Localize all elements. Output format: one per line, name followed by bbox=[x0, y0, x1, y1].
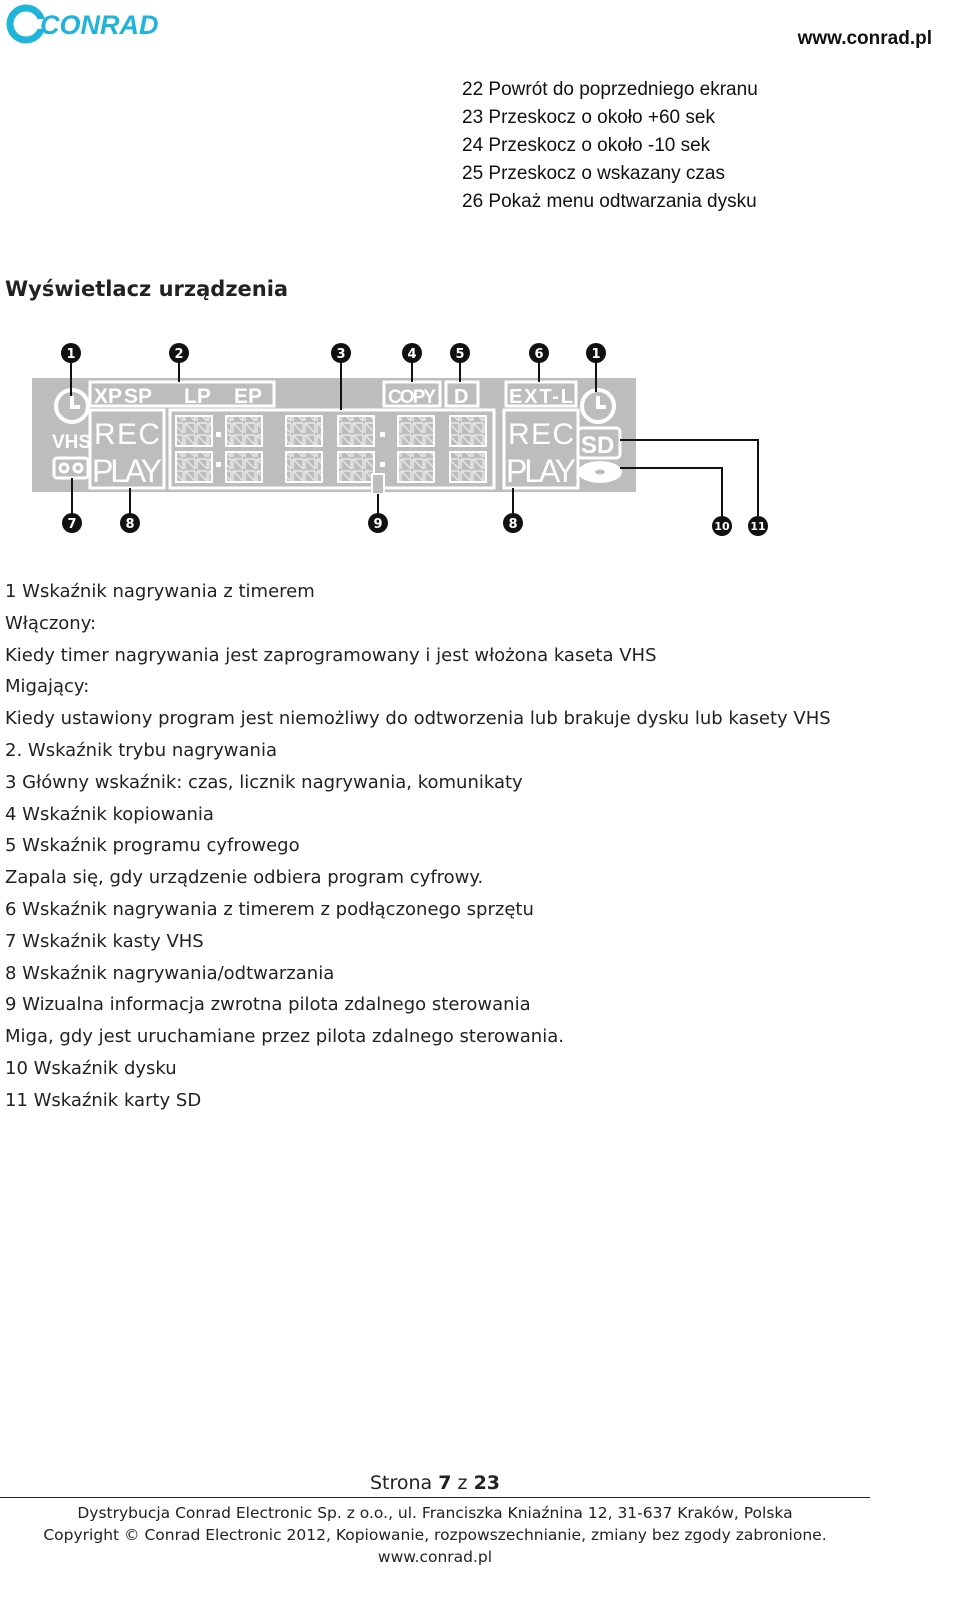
footer-copyright: Copyright © Conrad Electronic 2012, Kopi… bbox=[43, 1526, 827, 1544]
page-footer: Dystrybucja Conrad Electronic Sp. z o.o.… bbox=[0, 1502, 870, 1568]
play-label-right: PLAY bbox=[506, 453, 576, 489]
callout-2: 2 bbox=[169, 343, 189, 363]
svg-text:4: 4 bbox=[407, 347, 416, 362]
disc-icon bbox=[578, 461, 622, 483]
svg-text:3: 3 bbox=[336, 347, 345, 362]
play-label-left: PLAY bbox=[92, 453, 162, 489]
callout-4: 4 bbox=[402, 343, 422, 363]
list-item: Kiedy ustawiony program jest niemożliwy … bbox=[5, 708, 831, 730]
callout-markers: 1 2 3 4 5 6 1 7 8 9 8 10 11 bbox=[61, 343, 768, 536]
site-url[interactable]: www.conrad.pl bbox=[797, 28, 932, 49]
page-number: Strona 7 z 23 bbox=[0, 1472, 870, 1494]
page-number-prefix: Strona bbox=[369, 1472, 433, 1494]
rec-label-left: REC bbox=[94, 418, 160, 451]
callout-6: 6 bbox=[529, 343, 549, 363]
page-number-separator: z bbox=[457, 1472, 468, 1494]
callout-8-left: 8 bbox=[120, 513, 140, 533]
svg-text:8: 8 bbox=[125, 517, 134, 532]
callout-8-right: 8 bbox=[503, 513, 523, 533]
list-item: 3 Główny wskaźnik: czas, licznik nagrywa… bbox=[5, 771, 523, 793]
list-item: 1 Wskaźnik nagrywania z timerem bbox=[5, 581, 315, 602]
sp-label: SP bbox=[124, 385, 152, 408]
page-number-total: 23 bbox=[473, 1472, 501, 1494]
vhs-label: VHS bbox=[52, 432, 91, 453]
sd-card-label: SD bbox=[581, 432, 614, 459]
callout-7: 7 bbox=[62, 513, 82, 533]
list-item: Kiedy timer nagrywania jest zaprogramowa… bbox=[5, 644, 657, 666]
timer-clock-icon bbox=[580, 388, 616, 424]
list-item: 2. Wskaźnik trybu nagrywania bbox=[5, 739, 277, 761]
digital-d-label: D bbox=[454, 386, 468, 408]
list-item: 25 Przeskocz o wskazany czas bbox=[462, 163, 725, 184]
list-item: Zapala się, gdy urządzenie odbiera progr… bbox=[5, 867, 484, 889]
list-item: 6 Wskaźnik nagrywania z timerem z podłąc… bbox=[5, 898, 534, 920]
lcd-panel bbox=[32, 378, 636, 492]
list-item: Migający: bbox=[5, 676, 90, 698]
list-item: 26 Pokaż menu odtwarzania dysku bbox=[462, 191, 757, 212]
section-title: Wyświetlacz urządzenia bbox=[5, 277, 289, 301]
list-item: 11 Wskaźnik karty SD bbox=[5, 1089, 202, 1111]
svg-text:1: 1 bbox=[66, 347, 75, 362]
lp-label: LP bbox=[184, 385, 211, 408]
svg-text:9: 9 bbox=[373, 517, 382, 532]
copy-label: COPY bbox=[388, 387, 436, 408]
svg-text:11: 11 bbox=[750, 520, 765, 533]
rec-label-right: REC bbox=[508, 418, 574, 451]
svg-text:10: 10 bbox=[714, 520, 730, 533]
callout-11: 11 bbox=[748, 516, 768, 536]
svg-text:6: 6 bbox=[534, 347, 543, 362]
list-item: 8 Wskaźnik nagrywania/odtwarzania bbox=[5, 962, 335, 984]
footer-url[interactable]: www.conrad.pl bbox=[377, 1548, 493, 1566]
list-item: 23 Przeskocz o około +60 sek bbox=[462, 107, 715, 128]
footer-distribution: Dystrybucja Conrad Electronic Sp. z o.o.… bbox=[77, 1504, 793, 1522]
list-item: 5 Wskaźnik programu cyfrowego bbox=[5, 835, 300, 857]
page-number-current: 7 bbox=[438, 1472, 452, 1494]
list-item: 24 Przeskocz o około -10 sek bbox=[462, 135, 711, 156]
callout-10: 10 bbox=[712, 516, 732, 536]
list-item: 4 Wskaźnik kopiowania bbox=[5, 803, 214, 825]
callout-1-top-right: 1 bbox=[586, 343, 606, 363]
list-item: Włączony: bbox=[5, 612, 97, 634]
svg-text:5: 5 bbox=[455, 347, 464, 362]
svg-text:7: 7 bbox=[67, 517, 76, 532]
main-segment-display bbox=[168, 408, 496, 490]
svg-text:1: 1 bbox=[591, 347, 600, 362]
xp-label: XP bbox=[94, 385, 122, 408]
conrad-logo-text: CONRAD bbox=[40, 10, 159, 40]
list-item: 9 Wizualna informacja zwrotna pilota zda… bbox=[5, 994, 531, 1016]
remote-feedback-indicator bbox=[371, 473, 385, 495]
list-item: 7 Wskaźnik kasty VHS bbox=[5, 930, 204, 952]
conrad-logo-mark bbox=[6, 4, 46, 44]
conrad-logo: CONRAD bbox=[6, 4, 159, 44]
segment-digits bbox=[175, 415, 487, 483]
callout-1-top-left: 1 bbox=[61, 343, 81, 363]
svg-text:8: 8 bbox=[508, 517, 517, 532]
footer-divider bbox=[0, 1497, 870, 1498]
display-indicator-descriptions: 1 Wskaźnik nagrywania z timerem Włączony… bbox=[5, 576, 831, 1117]
ext-l-label: EXT-L bbox=[509, 386, 573, 408]
callout-lines bbox=[70, 362, 759, 518]
callout-5: 5 bbox=[450, 343, 470, 363]
list-item: 10 Wskaźnik dysku bbox=[5, 1057, 177, 1079]
ep-label: EP bbox=[234, 385, 262, 408]
list-item: Miga, gdy jest uruchamiane przez pilota … bbox=[5, 1026, 564, 1048]
svg-text:2: 2 bbox=[174, 347, 183, 362]
list-item: 22 Powrót do poprzedniego ekranu bbox=[462, 79, 758, 100]
remote-button-list: 22 Powrót do poprzedniego ekranu 23 Prze… bbox=[462, 76, 758, 216]
device-display-diagram: VHS XP SP LP EP REC PLAY COPY D EXT-L RE… bbox=[32, 343, 768, 536]
callout-9: 9 bbox=[368, 513, 388, 533]
callout-3: 3 bbox=[331, 343, 351, 363]
